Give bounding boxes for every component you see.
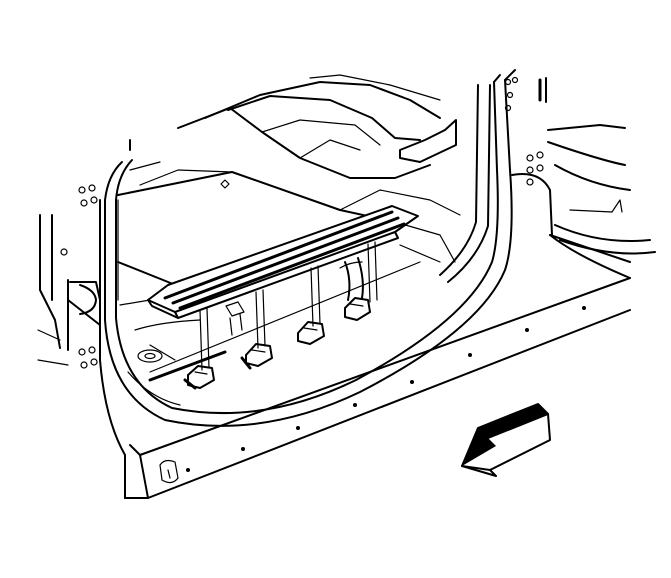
retainer-clip-4 (344, 297, 371, 321)
rear-floor-pan (129, 74, 457, 186)
sill-plate (147, 205, 419, 336)
direction-arrow-icon (461, 403, 551, 477)
retainer-clip-1 (183, 365, 215, 390)
door-opening-frame (104, 69, 516, 427)
floor-drain-hole (137, 349, 163, 363)
b-pillar-rear-panel (504, 76, 656, 255)
installation-guide-lines (199, 241, 378, 371)
retainer-clip-2 (240, 343, 273, 370)
a-pillar-hinge-area (37, 184, 126, 499)
rocker-panel (124, 173, 631, 499)
rocker-slot (159, 459, 179, 484)
sill-plate-tab-1 (225, 301, 245, 317)
sill-plate-retainers (148, 257, 421, 390)
retainer-clip-3 (297, 321, 325, 345)
